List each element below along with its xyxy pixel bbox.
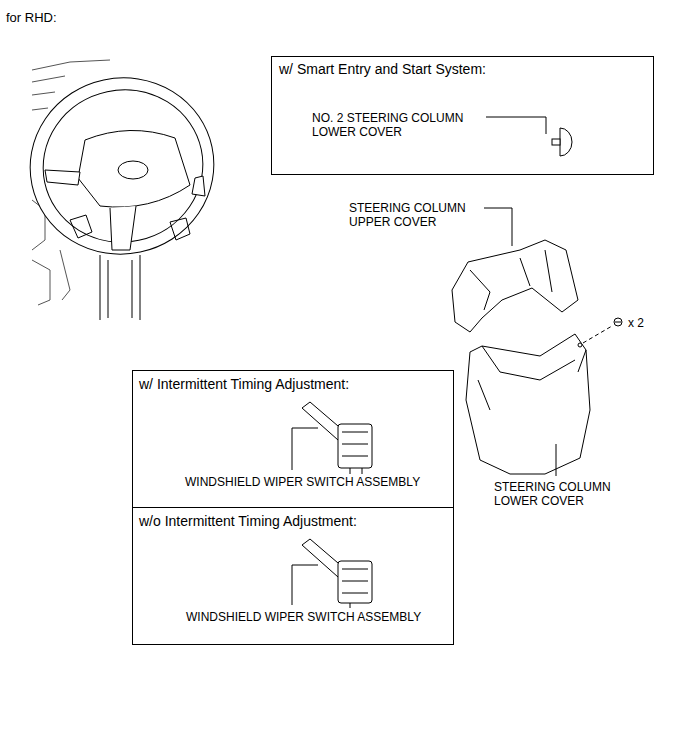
steering-wheel-rim [29,75,217,257]
cover-clip [552,139,560,145]
steering-column [100,255,140,320]
part-name: STEERING COLUMN UPPER COVER [349,201,484,230]
switch-body [338,424,372,468]
leader-line [292,428,318,470]
leader-line [484,208,512,246]
leader-line [292,565,318,605]
wheel-spoke [45,170,205,250]
part-name: NO. 2 STEERING COLUMN LOWER COVER [312,111,484,140]
part-name: WINDSHIELD WIPER SWITCH ASSEMBLY [185,475,420,489]
condition-box: w/o Intermittent Timing Adjustment: WINDS… [132,507,454,645]
steering-wheel-rim [14,61,231,271]
cover-part [452,240,578,332]
condition-heading: w/o Intermittent Timing Adjustment: [139,513,357,530]
quantity-note: x 2 [628,316,644,330]
leader-line [556,444,557,476]
wheel-switch [70,215,190,240]
cover-detail [478,346,586,410]
cover-detail [470,250,552,310]
wiper-switch [302,539,372,608]
leader-line [486,117,546,134]
steering-pad [78,130,190,207]
screw-head [614,318,622,326]
upper-cover [452,240,578,332]
part-name: STEERING COLUMN LOWER COVER [494,480,634,509]
condition-box: w/ Intermittent Timing Adjustment: WINDSH… [132,370,454,508]
condition-heading: w/ Intermittent Timing Adjustment: [139,376,349,393]
screw-axis [583,326,612,343]
switch-detail [342,569,368,608]
screw-hole [578,343,582,347]
wiper-switch [302,402,372,474]
cover-part [466,334,590,474]
switch-detail [342,432,368,474]
condition-box: w/ Smart Entry and Start System: NO. 2 ST… [271,56,654,175]
switch-body [338,561,372,603]
no2-lower-cover [552,128,572,156]
view-note: for RHD: [6,10,57,26]
screw-slot [615,322,621,323]
steering-wheel-view [14,60,231,320]
condition-heading: w/ Smart Entry and Start System: [279,61,486,78]
lower-cover [466,334,590,474]
part-name: WINDSHIELD WIPER SWITCH ASSEMBLY [186,610,421,624]
emblem [118,161,148,179]
screw [614,318,622,326]
cover-part [560,128,572,156]
